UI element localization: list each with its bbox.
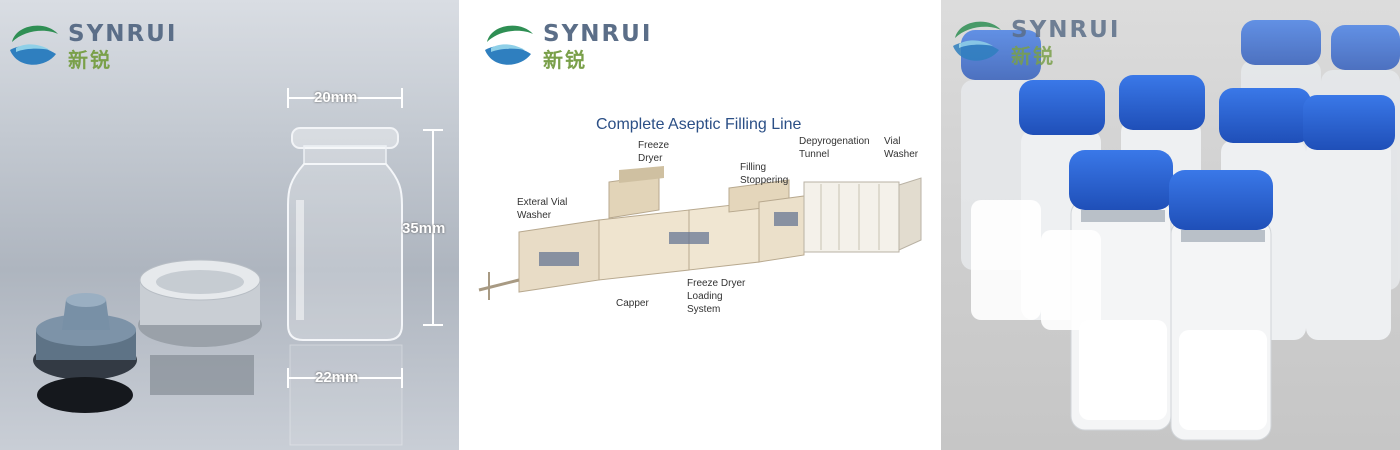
label-depyrogenation-tunnel: Depyrogenation Tunnel bbox=[799, 136, 870, 160]
synrui-logo-icon bbox=[485, 25, 533, 65]
brand-name-zh: 新锐 bbox=[543, 47, 587, 72]
vial-drawing bbox=[33, 88, 443, 446]
filling-line-panel: SYNRUI 新锐 Complet bbox=[459, 0, 941, 450]
label-external-vial-washer: Exteral Vial Washer bbox=[517, 197, 568, 221]
label-filling-stoppering: Filling Stoppering bbox=[740, 162, 789, 186]
label-vial-washer: Vial Washer bbox=[884, 136, 919, 160]
synrui-logo-icon bbox=[10, 25, 58, 65]
brand-name-en: SYNRUI bbox=[1011, 16, 1121, 43]
label-freeze-dryer-loading-system: Freeze Dryer Loading System bbox=[687, 278, 746, 315]
dimension-height-label: 35mm bbox=[402, 220, 446, 237]
filling-line-drawing bbox=[478, 166, 922, 300]
blue-vials-panel: SYNRUI 新锐 bbox=[941, 0, 1400, 450]
brand-name-en: SYNRUI bbox=[543, 20, 653, 47]
synrui-logo-icon bbox=[953, 21, 1001, 61]
synrui-logo-3: SYNRUI 新锐 bbox=[949, 16, 1120, 68]
vial-components-panel: SYNRUI 新锐 bbox=[0, 0, 459, 450]
dimension-top-label: 20mm bbox=[314, 89, 358, 106]
label-capper: Capper bbox=[616, 298, 649, 309]
brand-name-en: SYNRUI bbox=[68, 20, 178, 47]
brand-name-zh: 新锐 bbox=[1011, 43, 1055, 68]
dimension-bottom-label: 22mm bbox=[315, 369, 359, 386]
synrui-logo-2: SYNRUI 新锐 bbox=[481, 20, 652, 72]
label-freeze-dryer: Freeze Dryer bbox=[638, 140, 670, 164]
filling-line-title: Complete Aseptic Filling Line bbox=[596, 116, 802, 133]
synrui-logo: SYNRUI 新锐 bbox=[6, 20, 177, 72]
brand-name-zh: 新锐 bbox=[68, 47, 112, 72]
vials-photo bbox=[961, 20, 1400, 441]
